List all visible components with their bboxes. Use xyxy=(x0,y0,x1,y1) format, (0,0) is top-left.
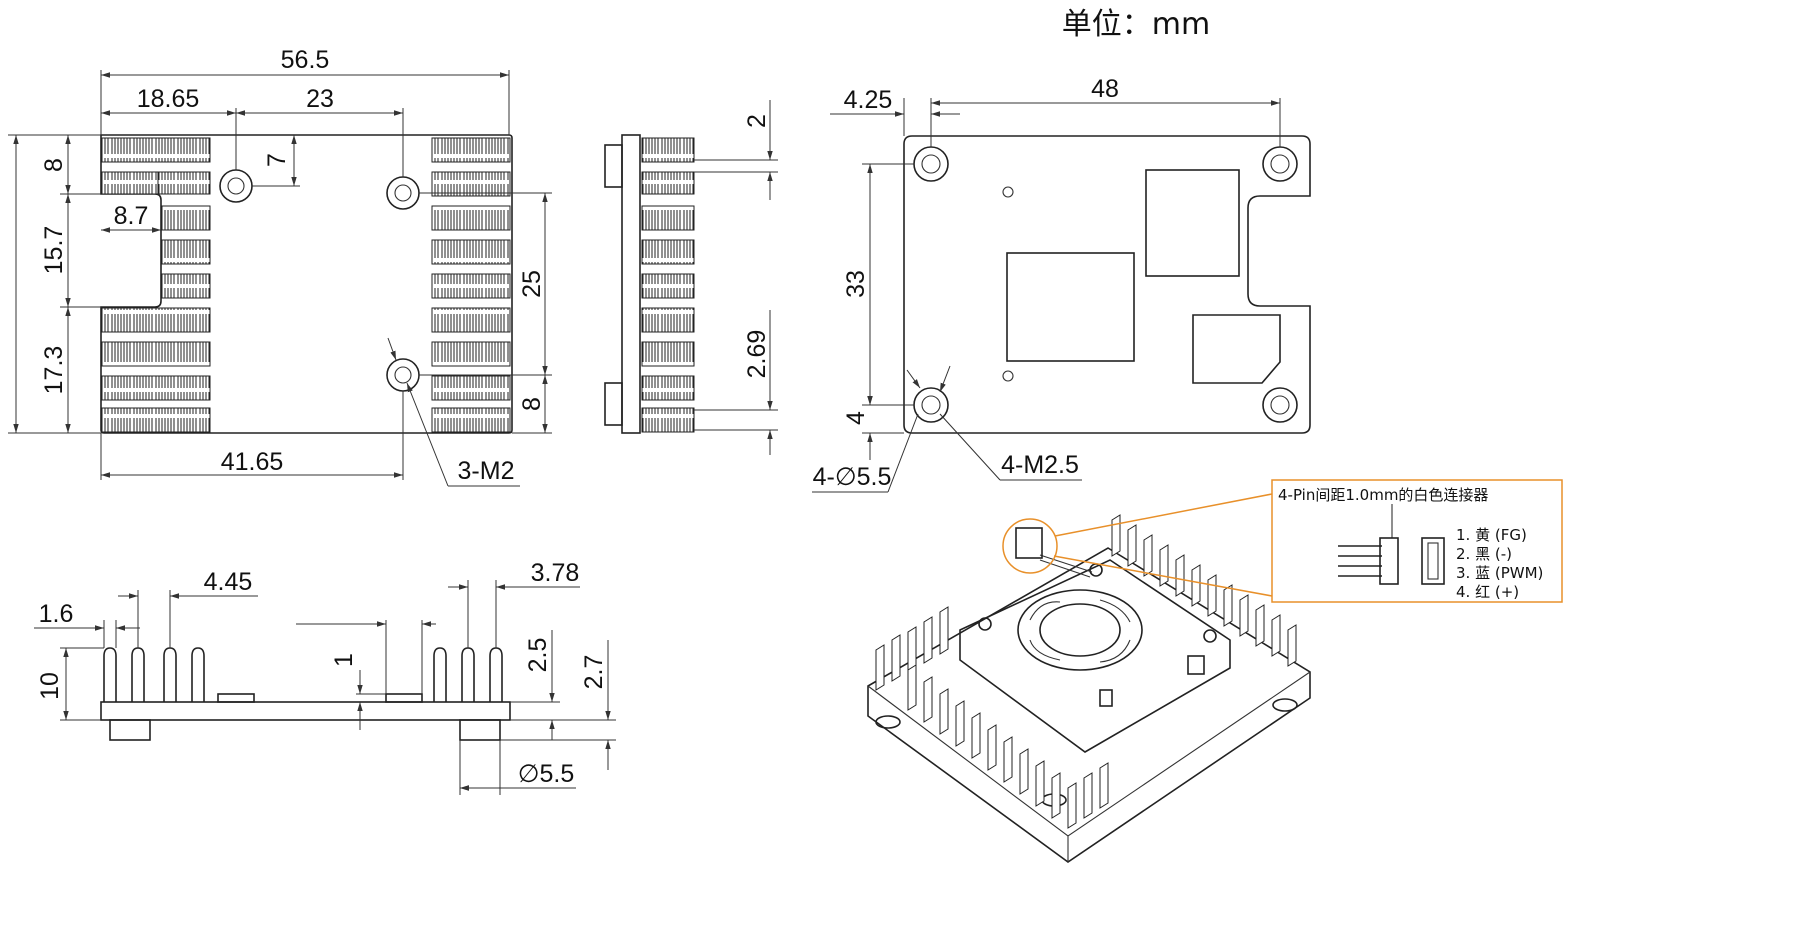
dim-board-hole-edge-x: 4.25 xyxy=(844,86,893,114)
dim-board-hole-spacing-y: 33 xyxy=(842,270,870,298)
board-fiducial-top xyxy=(1002,186,1014,198)
dim-hole-spacing-x: 23 xyxy=(306,85,334,113)
isometric-view xyxy=(867,514,1311,863)
iso-fan-housing xyxy=(959,559,1231,753)
connector-pin-4: 4. 红 (+) xyxy=(1456,583,1519,601)
iso-fan-cable xyxy=(1039,554,1093,573)
dim-notch-depth: 8.7 xyxy=(114,202,149,230)
dim-front-standoff: 2.7 xyxy=(580,655,608,690)
iso-foot-3 xyxy=(1272,698,1298,712)
dim-left-top: 8 xyxy=(40,158,68,172)
side-view-fins xyxy=(641,137,695,433)
front-pad-left xyxy=(217,693,255,703)
side-view: 2 2.69 8 xyxy=(504,100,778,455)
iso-fan-blades xyxy=(1029,599,1131,663)
dim-front-base-thickness: 1.6 xyxy=(39,600,74,628)
iso-screw-3 xyxy=(1203,629,1217,643)
front-standoff-right xyxy=(459,719,501,741)
dim-right-hole-spacing: 25 xyxy=(518,270,546,298)
top-view-outline xyxy=(100,134,513,434)
connector-info-box xyxy=(1271,479,1563,603)
dim-side-bottom-height: 8 xyxy=(518,397,546,411)
iso-screw-1 xyxy=(978,617,992,631)
board-fiducial-bottom xyxy=(1002,370,1014,382)
unit-label: 单位：mm xyxy=(1062,7,1210,42)
top-view-hole-right-top xyxy=(386,176,420,210)
connector-pin-1: 1. 黄 (FG) xyxy=(1456,526,1527,544)
callout-board-pad: 4-∅5.5 xyxy=(813,463,892,491)
iso-fan-hub xyxy=(1039,603,1121,657)
connector-socket xyxy=(1421,537,1445,585)
connector-wires xyxy=(1338,545,1382,577)
dim-front-fin-height: 2.5 xyxy=(524,638,552,673)
front-view: 1.6 4.45 3.78 1 10 2.5 xyxy=(34,559,616,795)
iso-foot-1 xyxy=(875,715,901,729)
front-pad-mid xyxy=(385,693,423,703)
dim-front-gap: 1 xyxy=(330,653,358,667)
dim-front-height: 10 xyxy=(36,672,64,700)
callout-board-thread: 4-M2.5 xyxy=(1001,451,1079,479)
top-view: 56.5 18.65 23 7 8.7 8 15.7 17.3 25 xyxy=(8,46,552,487)
dim-board-hole-edge-y: 4 xyxy=(842,411,870,425)
board-hole-tl xyxy=(913,146,949,182)
iso-base-plate xyxy=(867,547,1311,863)
dim-notch-height: 15.7 xyxy=(40,226,68,275)
dim-hole-offset-y: 7 xyxy=(263,153,291,167)
connector-plug xyxy=(1379,537,1399,585)
dim-side-top-gap: 2 xyxy=(743,114,771,128)
dim-hole-offset-x: 18.65 xyxy=(137,85,200,113)
iso-fins-right xyxy=(1111,514,1297,667)
dim-overall-width: 56.5 xyxy=(281,46,330,74)
callout-3-m2: 3-M2 xyxy=(458,457,515,485)
connector-pin-2: 2. 黑 (-) xyxy=(1456,545,1512,563)
connector-callout: 4-Pin间距1.0mm的白色连接器 1. 黄 (FG) 2. 黑 (-) 3.… xyxy=(1002,479,1563,603)
front-fins-left xyxy=(103,647,205,702)
board-outline xyxy=(903,135,1311,434)
iso-fan-ring xyxy=(1017,589,1143,671)
connector-title: 4-Pin间距1.0mm的白色连接器 xyxy=(1278,486,1488,504)
top-view-hole-right-bottom xyxy=(386,358,420,392)
dim-side-lower-fin-gap: 2.69 xyxy=(743,330,771,379)
front-base xyxy=(100,701,511,721)
dim-front-fin-pitch-right: 3.78 xyxy=(531,559,580,587)
iso-fins-left xyxy=(875,606,1109,829)
top-view-hole-left xyxy=(219,169,253,203)
board-view: 4.25 48 33 4 4-∅5.5 4-M2.5 xyxy=(812,75,1311,493)
iso-front-clip xyxy=(1099,689,1113,707)
connector-pin-3: 3. 蓝 (PWM) xyxy=(1456,564,1543,582)
dim-front-fin-pitch: 4.45 xyxy=(204,568,253,596)
iso-connector xyxy=(1015,527,1043,559)
iso-side-clip xyxy=(1187,655,1205,675)
top-view-fins-left xyxy=(101,137,211,433)
front-fins-right xyxy=(433,647,503,702)
board-chip-lower xyxy=(1192,314,1281,384)
board-chip-main xyxy=(1006,252,1135,362)
dim-board-hole-spacing-x: 48 xyxy=(1091,75,1119,103)
front-standoff-left xyxy=(109,719,151,741)
dim-left-bottom: 17.3 xyxy=(40,346,68,395)
board-chip-upper xyxy=(1145,169,1240,277)
board-hole-tr xyxy=(1262,146,1298,182)
top-view-fins-right xyxy=(431,137,511,433)
dim-bottom-hole-x: 41.65 xyxy=(221,448,284,476)
connector-callout-circle xyxy=(1002,518,1058,574)
board-hole-br xyxy=(1262,387,1298,423)
dim-front-standoff-diameter: ∅5.5 xyxy=(518,760,575,788)
